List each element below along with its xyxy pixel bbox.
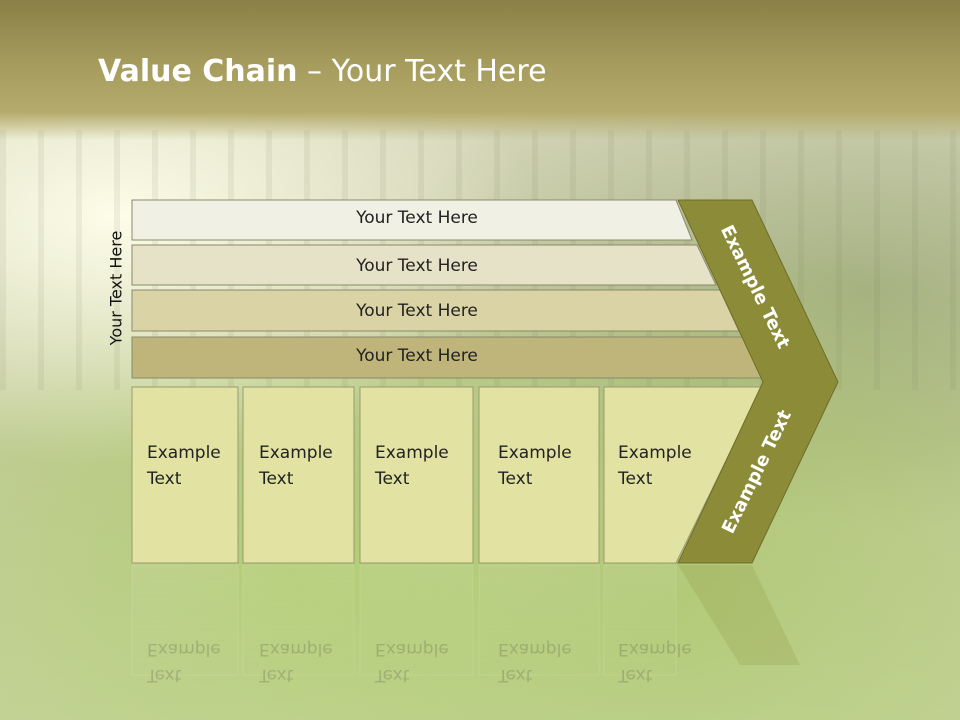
band-3-label: Your Text Here [356, 301, 478, 321]
box-3-reflection-line2: Text [375, 665, 410, 685]
box-5-line1: Example [618, 443, 692, 463]
chevron-arrow[interactable] [677, 199, 839, 564]
box-3-reflection: Text Example [375, 636, 470, 688]
box-5[interactable] [603, 386, 763, 564]
box-3-line2: Text [375, 469, 410, 489]
box-1-reflection: Text Example [147, 636, 242, 688]
box-2-reflection-line2: Text [259, 665, 294, 685]
band-1-label: Your Text Here [356, 208, 478, 228]
band-4-label: Your Text Here [356, 346, 478, 366]
box-4[interactable] [478, 386, 600, 564]
box-2-line1: Example [259, 443, 333, 463]
box-4-reflection-line2: Text [498, 665, 533, 685]
box-3-line1: Example [375, 443, 449, 463]
box-5-line2: Text [618, 469, 653, 489]
box-4-reflection: Text Example [498, 636, 593, 688]
box-3-reflection-line1: Example [375, 639, 449, 659]
box-1[interactable] [131, 386, 239, 564]
box-4-reflection-line1: Example [498, 639, 572, 659]
reflection [131, 564, 800, 676]
title-bar [0, 0, 960, 140]
box-2-line2: Text [259, 469, 294, 489]
box-2-reflection-line1: Example [259, 639, 333, 659]
box-4-line1: Example [498, 443, 572, 463]
box-1-reflection-line1: Example [147, 639, 221, 659]
title-rest: – Your Text Here [297, 54, 547, 89]
band-1[interactable] [131, 199, 693, 241]
box-5-reflection-line1: Example [618, 639, 692, 659]
box-1-line2: Text [147, 469, 182, 489]
slide-title: Value Chain – Your Text Here [98, 54, 547, 89]
box-2[interactable] [242, 386, 355, 564]
band-2[interactable] [131, 244, 717, 286]
title-bold: Value Chain [98, 54, 298, 89]
box-2-reflection: Text Example [259, 636, 354, 688]
box-5-reflection-line2: Text [618, 665, 653, 685]
box-5-reflection: Text Example [618, 636, 713, 688]
band-2-label: Your Text Here [356, 256, 478, 276]
box-3[interactable] [359, 386, 474, 564]
box-1-line1: Example [147, 443, 221, 463]
box-1-reflection-line2: Text [147, 665, 182, 685]
box-4-line2: Text [498, 469, 533, 489]
